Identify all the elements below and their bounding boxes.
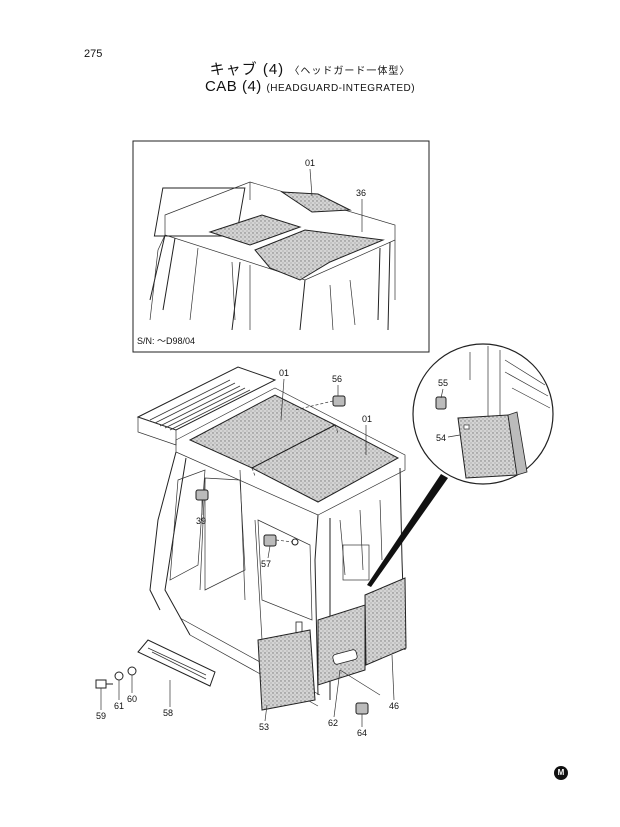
page-number: 275	[84, 48, 103, 60]
washer-61	[114, 671, 124, 681]
title-jp-main: キャブ (4)	[209, 61, 285, 78]
callout-60: 60	[127, 694, 137, 704]
detail-pointer-arrow	[367, 474, 448, 587]
callout-inset-36: 36	[356, 188, 366, 198]
roof-panel-01-top	[208, 214, 302, 246]
callout-57: 57	[261, 559, 271, 569]
title-en-sub: (HEADGUARD-INTEGRATED)	[266, 83, 416, 94]
main-cab-drawing	[95, 366, 407, 715]
callout-39: 39	[196, 516, 206, 526]
callout-01-right: 01	[362, 414, 372, 424]
part-56	[332, 395, 346, 407]
title-english: CAB (4) (HEADGUARD-INTEGRATED)	[0, 78, 620, 95]
serial-note: S/N: ～D98/04	[137, 336, 195, 346]
part-64	[355, 702, 369, 715]
callout-55: 55	[438, 378, 448, 388]
filter-panel-54	[457, 414, 518, 479]
part-55	[435, 396, 447, 410]
title-en-main: CAB (4)	[204, 78, 262, 95]
washer-60	[127, 666, 137, 676]
callout-46: 46	[389, 701, 399, 711]
callout-01-left: 01	[279, 368, 289, 378]
rear-panel-53	[257, 629, 316, 711]
callout-61: 61	[114, 701, 124, 711]
catalog-mark-icon: M	[554, 766, 568, 780]
callout-56: 56	[332, 374, 342, 384]
roof-strip-01	[280, 191, 352, 213]
title-jp-sub: 〈ヘッドガード一体型〉	[289, 66, 411, 77]
roof-panel-01-right	[250, 424, 400, 503]
grab-handle-58	[137, 639, 216, 687]
callout-54: 54	[436, 433, 446, 443]
callout-62: 62	[328, 718, 338, 728]
title-japanese: キャブ (4) 〈ヘッドガード一体型〉	[0, 58, 620, 79]
bolt-59	[95, 679, 113, 689]
callout-64: 64	[357, 728, 367, 738]
callout-53: 53	[259, 722, 269, 732]
callout-59: 59	[96, 711, 106, 721]
part-39	[195, 489, 209, 501]
callout-inset-01: 01	[305, 158, 315, 168]
roof-panel-36	[254, 229, 385, 281]
part-57	[263, 534, 277, 547]
inset-top-cab-drawing	[149, 181, 396, 331]
detail-inset-drawing	[435, 346, 551, 479]
inset-frame-top	[132, 140, 430, 353]
callout-58: 58	[163, 708, 173, 718]
side-panel-46	[364, 577, 407, 666]
side-panel-62	[317, 604, 366, 686]
